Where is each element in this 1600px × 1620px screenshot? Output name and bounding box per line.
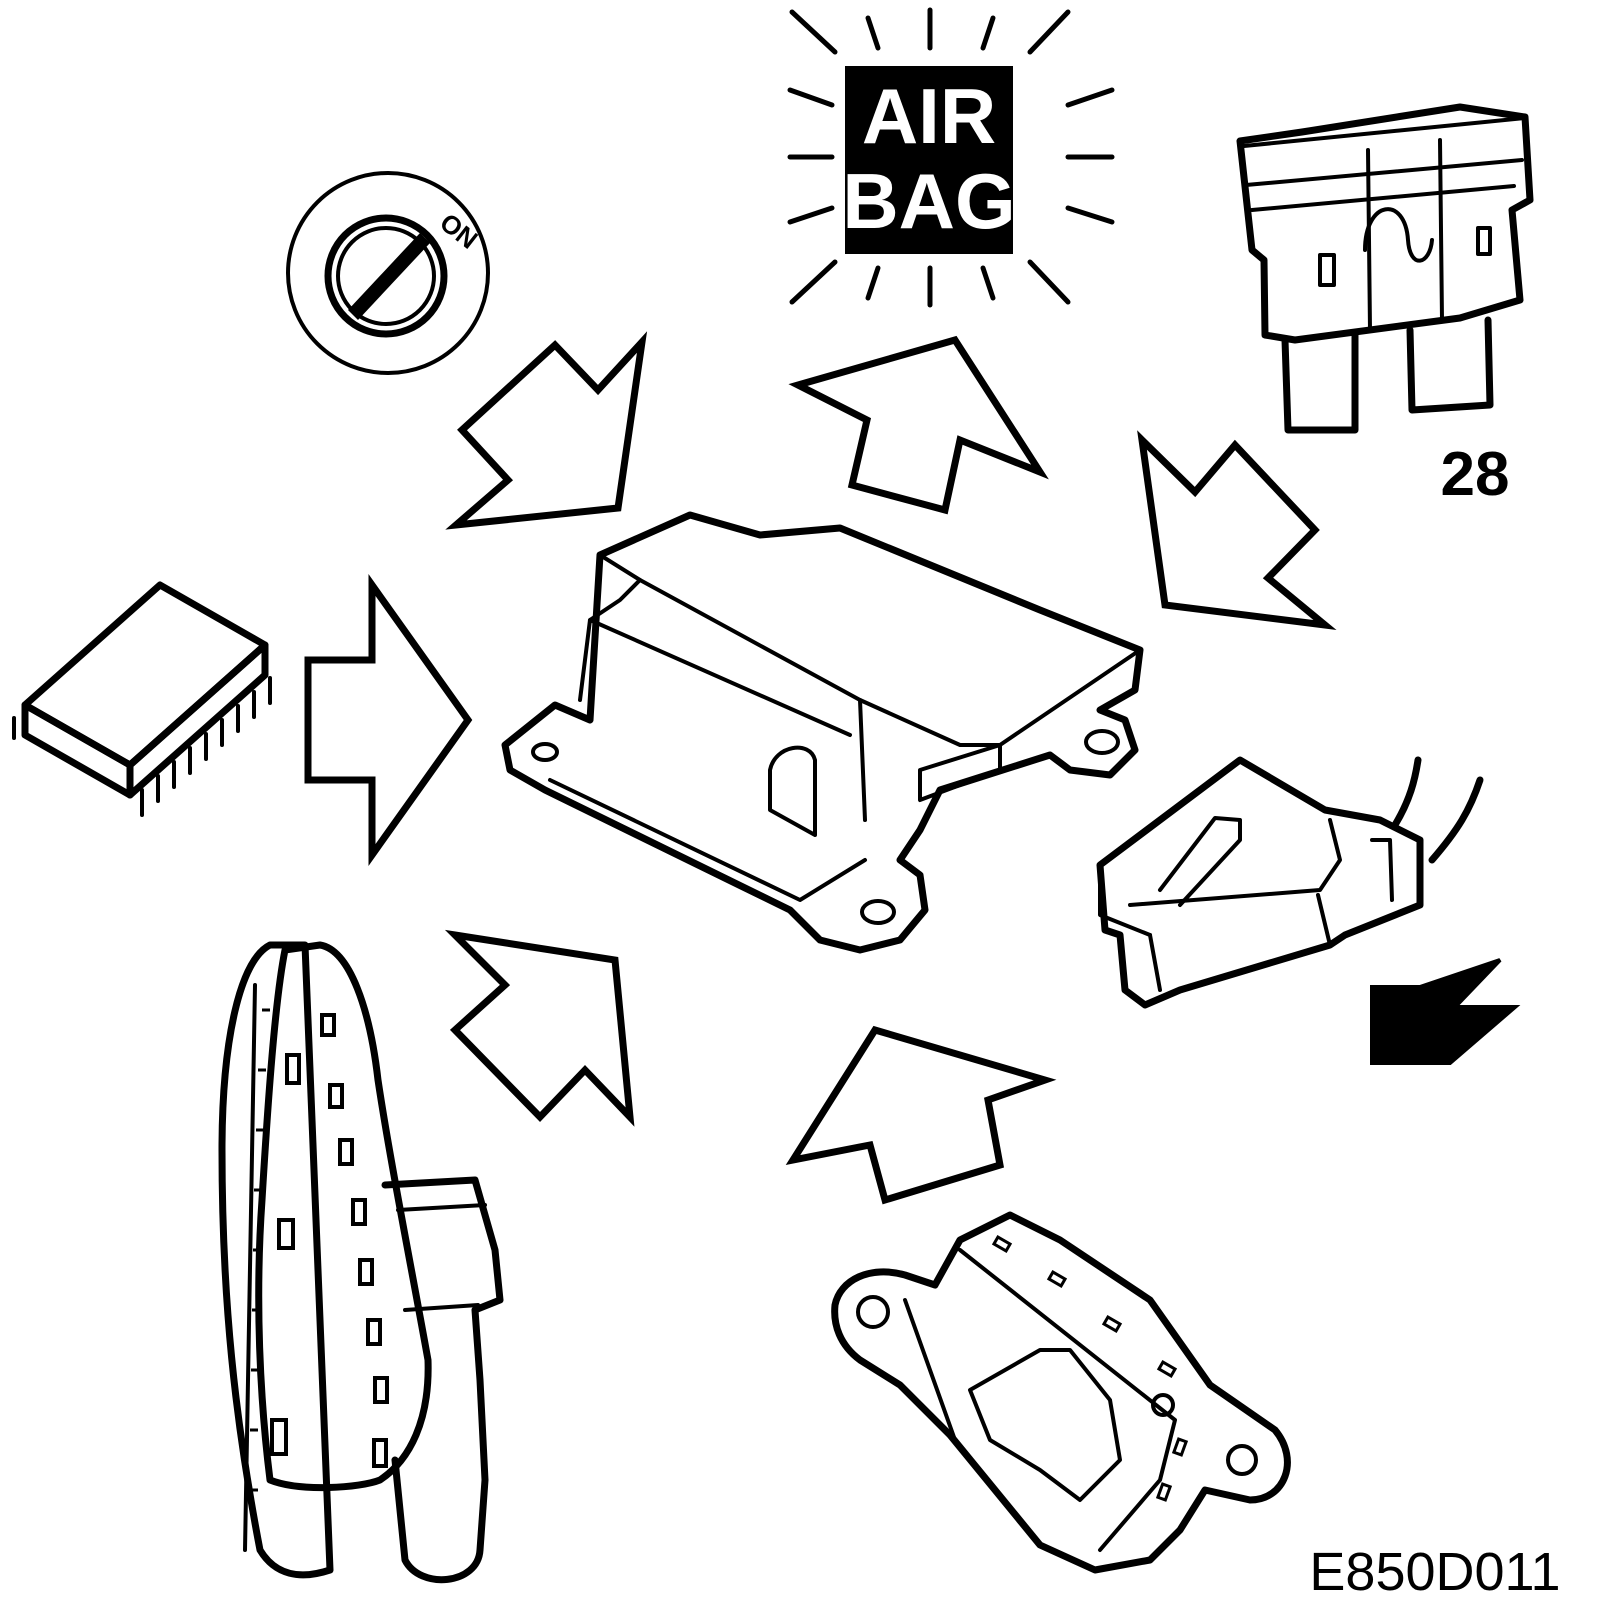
arrow-from-sensor xyxy=(785,1025,1057,1205)
lamp-box xyxy=(845,66,1013,254)
connector-plug-icon xyxy=(1096,756,1484,1009)
ignition-switch-icon: ON xyxy=(286,171,490,375)
solid-arrow xyxy=(1370,958,1521,1065)
fuse-number-label: 28 xyxy=(1441,440,1510,509)
ignition-on-label: ON xyxy=(434,207,483,255)
arrow-to-lamp xyxy=(788,335,1049,515)
lamp-text-line2: BAG xyxy=(842,157,1015,245)
airbag-warning-lamp: AIR BAG xyxy=(787,7,1115,308)
arrow-from-ignition xyxy=(445,331,648,530)
lamp-rays xyxy=(787,7,1115,308)
outline-arrows xyxy=(304,331,1337,1205)
clock-spring-icon xyxy=(218,941,504,1584)
fuse-icon: 28 xyxy=(1236,103,1534,509)
figure-code-label: E850D011 xyxy=(1309,1542,1560,1602)
arrow-from-clockspring xyxy=(444,929,635,1127)
impact-sensor-icon xyxy=(831,1211,1291,1574)
lamp-text-line1: AIR xyxy=(862,72,996,160)
arrow-from-fuse xyxy=(1137,430,1337,630)
arrow-from-chip xyxy=(304,574,473,866)
airbag-control-unit xyxy=(501,511,1144,954)
memory-chip-icon xyxy=(12,581,272,817)
